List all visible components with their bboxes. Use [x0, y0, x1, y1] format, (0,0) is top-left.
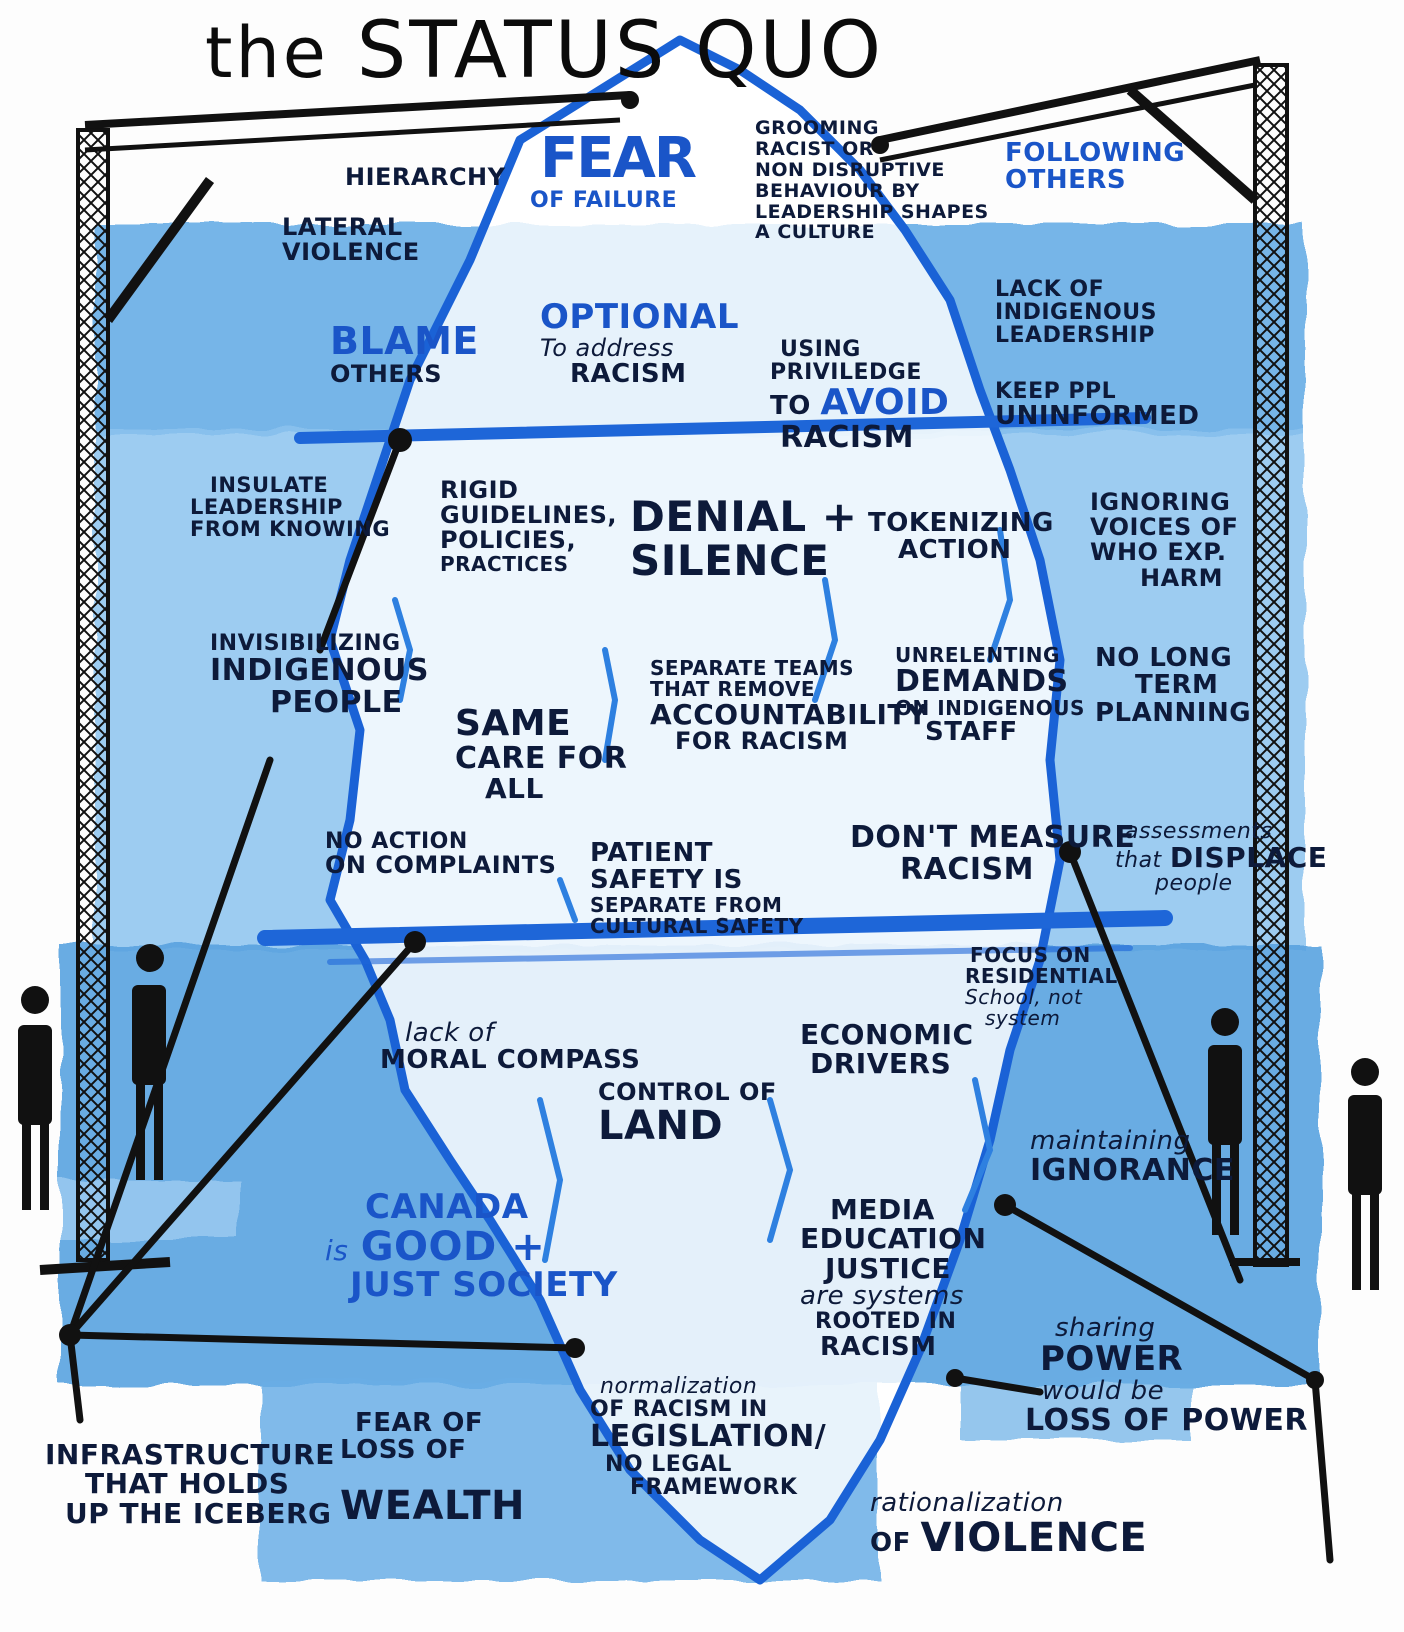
title-prefix: the [205, 12, 329, 94]
people-left [18, 944, 166, 1210]
label-optional-to-address-racism: OPTIONAL To address RACISM [540, 297, 740, 389]
support-lines [66, 436, 1334, 1564]
label-maintaining-ignorance: maintaining IGNORANCE [1030, 1126, 1235, 1189]
label-canada-good-just-society: CANADA is GOOD + JUST SOCIETY [325, 1187, 618, 1305]
label-insulate-leadership: INSULATE LEADERSHIP FROM KNOWING [190, 473, 391, 542]
label-invisibilizing-indigenous-people: INVISIBILIZING INDIGENOUS PEOPLE [210, 631, 430, 720]
label-keep-ppl-uninformed: KEEP PPL UNINFORMED [995, 379, 1200, 432]
label-ignoring-voices: IGNORING VOICES OF WHO EXP. HARM [1090, 488, 1239, 592]
label-no-long-term-planning: NO LONG TERM PLANNING [1095, 643, 1252, 728]
label-lateral-violence: LATERAL VIOLENCE [282, 213, 420, 267]
label-infrastructure-holds-up-iceberg: INFRASTRUCTURE THAT HOLDS UP the ICEBERG [45, 1438, 335, 1530]
label-focus-on-residential-school: FOCUS ON RESIDENTIAL School, not system [965, 943, 1118, 1030]
label-no-action-on-complaints: NO ACTION ON COMPLAINTS [325, 829, 557, 880]
label-assessments-displace-people: assessments that DISPLACE people [1115, 819, 1328, 897]
label-same-care-for-all: SAME CARE for All [455, 703, 628, 806]
support-nodes [59, 91, 1324, 1389]
label-denial-silence: DENIAL + SILENCE [630, 492, 858, 586]
label-fear-of-loss-of-wealth: FEAR OF LOSS OF WEALTH [340, 1408, 526, 1529]
people-right [1208, 1008, 1382, 1290]
label-grooming-behaviour: GROOMING RACIST OR NON DISRUPTIVE BEHAVI… [755, 117, 989, 244]
label-lack-of-moral-compass: lack of MORAL COMPASS [380, 1018, 641, 1076]
title-main: STATUS QUO [356, 6, 885, 96]
scaffold-right [879, 56, 1300, 1267]
label-media-education-justice: MEDIA EDUCATION JUSTICE are systems ROOT… [800, 1193, 987, 1362]
label-hierarchy: HIERARCHY [345, 163, 506, 191]
scaffold-left [39, 91, 631, 1275]
label-normalization-of-racism: normalization of RACISM in LEGISLATION/ … [590, 1374, 827, 1500]
label-control-of-land: CONTROL OF LAND [598, 1078, 777, 1150]
label-using-privilege-avoid-racism: USING PRIVILEDGE To AVOID RACISM [770, 337, 950, 455]
iceberg-crack-strokes [392, 527, 1014, 1263]
label-tokenizing-action: TOKENIZING ACTION [868, 508, 1054, 566]
label-economic-drivers: ECONOMIC DRIVERS [800, 1018, 974, 1081]
label-following-others: FOLLOWING OTHERS [1005, 138, 1186, 196]
label-rationalization-of-violence: rationalization OF VIOLENCE [870, 1488, 1148, 1562]
label-unrelenting-demands: UNRELENTING DEMANDS ON INDIGENOUS STAFF [895, 643, 1085, 747]
label-rigid-guidelines: RIGID GUIDELINES, POLICIES, PRACTICES [440, 476, 618, 576]
label-sharing-power: sharing POWER would be LOSS of POWER [1025, 1313, 1308, 1439]
label-blame-others: BLAME OTHERS [330, 319, 479, 388]
label-patient-safety: PATIENT SAFETY is SEPARATE FROM CULTURAL… [590, 838, 804, 938]
label-lack-of-indigenous-leadership: LACK OF INDIGENOUS LEADERSHIP [995, 277, 1157, 349]
page-title: the STATUS QUO [205, 6, 884, 96]
label-fear-of-failure: FEAR OF FAILURE [530, 126, 697, 213]
label-dont-measure-racism: DON'T MEASURE RACISM [850, 820, 1136, 887]
label-separate-teams: SEPARATE TEAMS THAT REMOVE ACCOUNTABILIT… [650, 656, 928, 756]
